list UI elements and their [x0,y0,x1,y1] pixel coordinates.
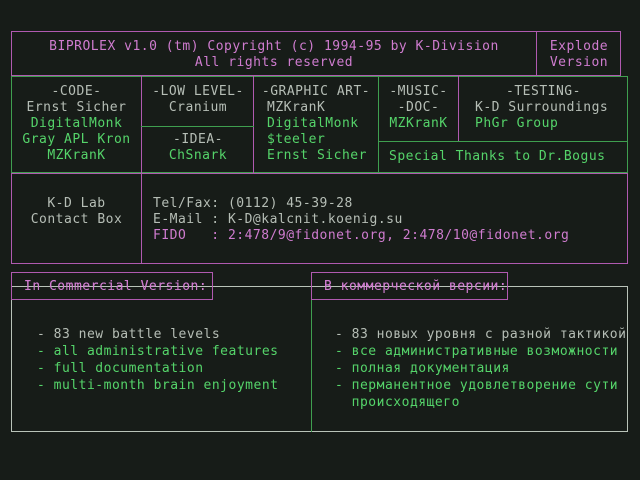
contact-label-line-2: Contact Box [30,212,123,227]
commercial-ru-header-mask [312,287,508,300]
contact-email: E-Mail : K-D@kalcnit.koenig.su [153,212,403,227]
explode-version-line-1: Explode [549,39,609,54]
credits-graphic-name-0: DigitalMonk [267,116,359,131]
commercial-ru-item-3: - перманентное удовлетворение сути [335,378,619,393]
credits-rule-thanks [378,141,628,142]
credits-code-heading: -CODE- [51,84,102,99]
credits-code-lead: Ernst Sicher [26,100,127,115]
credits-idea-name: ChSnark [168,148,228,163]
credits-graphic-name-2: Ernst Sicher [267,148,367,163]
title-version-divider [536,31,537,76]
credits-graphic-name-1: $teeler [267,132,326,147]
commercial-ru-item-2: - полная документация [335,361,510,376]
credits-music-heading: -MUSIC- [389,84,448,99]
credits-testing-lead: K-D Surroundings [475,100,609,115]
commercial-en-item-1: - all administrative features [37,344,279,359]
credits-code-name-0: DigitalMonk [30,116,123,131]
credits-special-thanks: Special Thanks to Dr.Bogus [389,149,606,164]
credits-code-name-2: MZKranK [47,148,106,163]
title-line-1: BIPROLEX v1.0 (tm) Copyright (c) 1994-95… [49,39,499,54]
commercial-en-item-0: - 83 new battle levels [37,327,221,342]
features-box [11,286,628,432]
credits-doc-heading: -DOC- [397,100,440,115]
credits-divider-code-lowlevel [141,76,142,173]
credits-rule-idea [141,126,254,127]
credits-graphic-heading: -GRAPHIC ART- [261,84,371,99]
credits-code-name-1: Gray APL Kron [22,132,131,147]
commercial-ru-item-4: происходящего [335,395,460,410]
credits-divider-music-testing [458,76,459,141]
credits-testing-heading: -TESTING- [506,84,581,99]
credits-testing-name: PhGr Group [475,116,559,131]
commercial-en-heading-redraw: In Commercial Version: [24,279,208,294]
credits-divider-lowlevel-graphic [253,76,254,173]
credits-idea-heading: -IDEA- [173,132,223,147]
credits-box [11,76,628,173]
commercial-en-header-mask [12,287,213,300]
title-line-2: All rights reserved [194,55,354,70]
commercial-en-item-2: - full documentation [37,361,204,376]
commercial-ru-item-1: - все административные возможности [335,344,619,359]
commercial-en-header-box-redraw [11,272,213,300]
commercial-en-item-3: - multi-month brain enjoyment [37,378,279,393]
title-box [11,31,621,76]
credits-lowlevel-heading: -LOW LEVEL- [152,84,244,99]
contact-box [11,173,628,264]
credits-divider-graphic-music [378,76,379,173]
explode-version-line-2: Version [549,55,609,70]
contact-divider [141,173,142,264]
commercial-ru-item-0: - 83 новых уровня с разной тактикой [335,327,627,342]
credits-graphic-lead: MZKranK [267,100,326,115]
contact-tel: Tel/Fax: (0112) 45-39-28 [153,196,353,211]
credits-music-doc-name: MZKranK [389,116,448,131]
contact-fido: FIDO : 2:478/9@fidonet.org, 2:478/10@fid… [153,228,570,243]
commercial-ru-header-box-redraw [311,272,508,300]
credits-lowlevel-lead: Cranium [168,100,228,115]
commercial-ru-heading-redraw: В коммерческой версии: [324,279,508,294]
contact-label-line-1: K-D Lab [47,196,106,211]
features-divider [311,286,312,432]
